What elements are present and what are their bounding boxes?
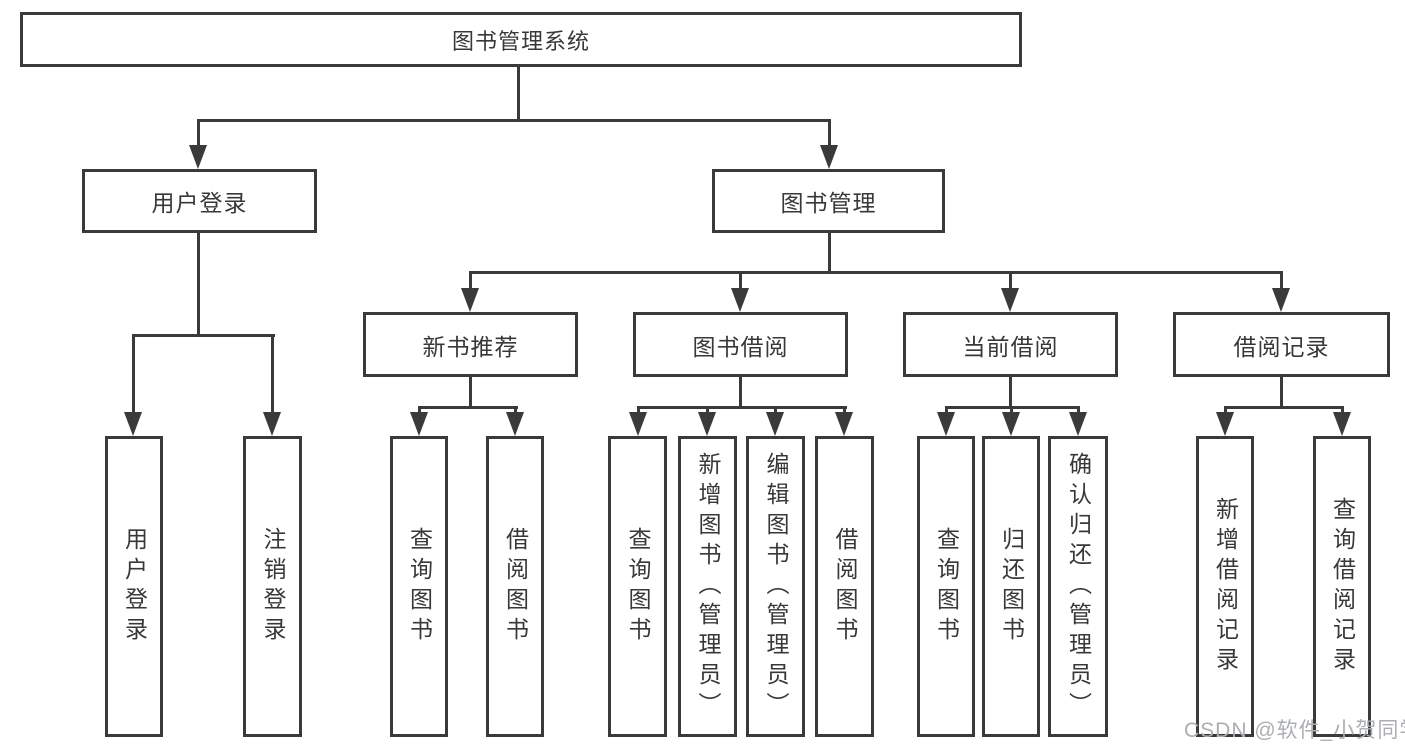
connector-root-stem (517, 67, 520, 121)
node-user-login-label: 用户登录 (151, 190, 248, 216)
connector-stem-leaf-login (132, 334, 135, 412)
arrow-down-icon (410, 412, 428, 436)
connector-stem (774, 406, 777, 414)
leaf-current-return: 归还图书 (982, 436, 1040, 737)
arrow-down-icon (731, 288, 749, 312)
leaf-borrow-add: 新增图书（管理员） (678, 436, 737, 737)
connector-stem-leaf-logout (271, 334, 274, 412)
connector-stem-book-borrow (739, 271, 742, 289)
connector-stem-new-books (469, 271, 472, 289)
arrow-down-icon (1272, 288, 1290, 312)
arrow-down-icon (629, 412, 647, 436)
arrow-down-icon (820, 145, 838, 169)
leaf-borrow-query-label: 查询图书 (625, 526, 651, 647)
arrow-down-icon (835, 412, 853, 436)
arrow-down-icon (189, 145, 207, 169)
arrow-down-icon (1216, 412, 1234, 436)
connector-current-borrow-stem (1009, 376, 1012, 408)
leaf-current-confirm: 确认归还（管理员） (1048, 436, 1108, 737)
connector-stem (1010, 406, 1013, 414)
connector-book-borrow-split (637, 406, 847, 409)
connector-stem (843, 406, 846, 414)
node-book-mgmt: 图书管理 (712, 169, 945, 233)
leaf-records-query: 查询借阅记录 (1313, 436, 1371, 737)
connector-stem (418, 406, 421, 414)
arrow-down-icon (461, 288, 479, 312)
connector-stem (706, 406, 709, 414)
node-user-login: 用户登录 (82, 169, 317, 233)
node-new-books-label: 新书推荐 (422, 333, 519, 360)
connector-stem (945, 406, 948, 414)
arrow-down-icon (937, 412, 955, 436)
connector-borrow-records-stem (1280, 376, 1283, 409)
connector-stem (1341, 406, 1344, 414)
node-root-label: 图书管理系统 (451, 28, 590, 54)
node-book-borrow-label: 图书借阅 (692, 333, 789, 360)
leaf-user-login: 用户登录 (105, 436, 163, 737)
connector-borrow-records-split (1224, 406, 1344, 409)
leaf-borrow-edit-label: 编辑图书（管理员） (763, 451, 789, 722)
connector-new-books-split (418, 406, 518, 409)
leaf-borrow-edit: 编辑图书（管理员） (746, 436, 805, 737)
node-current-borrow-label: 当前借阅 (962, 333, 1059, 360)
connector-stem-book-mgmt (828, 119, 831, 146)
arrow-down-icon (766, 412, 784, 436)
leaf-borrow-query: 查询图书 (608, 436, 667, 737)
arrow-down-icon (1001, 288, 1019, 312)
connector-book-mgmt-stem (828, 233, 831, 273)
node-current-borrow: 当前借阅 (903, 312, 1118, 377)
leaf-records-query-label: 查询借阅记录 (1329, 496, 1356, 677)
arrow-down-icon (1069, 412, 1087, 436)
leaf-records-add-label: 新增借阅记录 (1212, 496, 1239, 677)
leaf-current-query-label: 查询图书 (933, 526, 960, 647)
csdn-watermark: CSDN @软件_小贺同学 (1184, 719, 1405, 742)
arrow-down-icon (698, 412, 716, 436)
connector-stem-user-login (197, 119, 200, 146)
connector-user-login-split (132, 334, 275, 337)
leaf-current-query: 查询图书 (917, 436, 975, 737)
arrow-down-icon (263, 412, 281, 436)
leaf-newbooks-borrow: 借阅图书 (486, 436, 544, 737)
connector-stem (1077, 406, 1080, 414)
connector-book-borrow-stem (739, 376, 742, 408)
leaf-borrow-borrow: 借阅图书 (815, 436, 874, 737)
arrow-down-icon (506, 412, 524, 436)
leaf-logout-label: 注销登录 (260, 526, 286, 647)
node-book-borrow: 图书借阅 (633, 312, 848, 377)
connector-stem (514, 406, 517, 414)
node-borrow-records: 借阅记录 (1173, 312, 1390, 377)
node-root: 图书管理系统 (20, 12, 1022, 67)
arrow-down-icon (1333, 412, 1351, 436)
connector-stem (1224, 406, 1227, 414)
connector-stem-borrow-records (1280, 271, 1283, 289)
leaf-newbooks-query-label: 查询图书 (406, 526, 433, 647)
connector-book-mgmt-split (469, 271, 1283, 274)
connector-root-split (197, 119, 831, 122)
leaf-logout: 注销登录 (243, 436, 302, 737)
connector-stem-current-borrow (1009, 271, 1012, 289)
leaf-current-confirm-label: 确认归还（管理员） (1065, 451, 1092, 722)
node-borrow-records-label: 借阅记录 (1233, 333, 1330, 360)
connector-new-books-stem (469, 376, 472, 408)
arrow-down-icon (1002, 412, 1020, 436)
leaf-current-return-label: 归还图书 (998, 526, 1025, 647)
leaf-user-login-label: 用户登录 (121, 526, 148, 647)
node-new-books: 新书推荐 (363, 312, 578, 377)
leaf-borrow-add-label: 新增图书（管理员） (695, 451, 721, 722)
leaf-newbooks-borrow-label: 借阅图书 (502, 526, 529, 647)
connector-user-login-stem (197, 233, 200, 336)
leaf-borrow-borrow-label: 借阅图书 (832, 526, 858, 647)
node-book-mgmt-label: 图书管理 (780, 190, 877, 216)
connector-stem (637, 406, 640, 414)
leaf-newbooks-query: 查询图书 (390, 436, 448, 737)
leaf-records-add: 新增借阅记录 (1196, 436, 1254, 737)
arrow-down-icon (124, 412, 142, 436)
